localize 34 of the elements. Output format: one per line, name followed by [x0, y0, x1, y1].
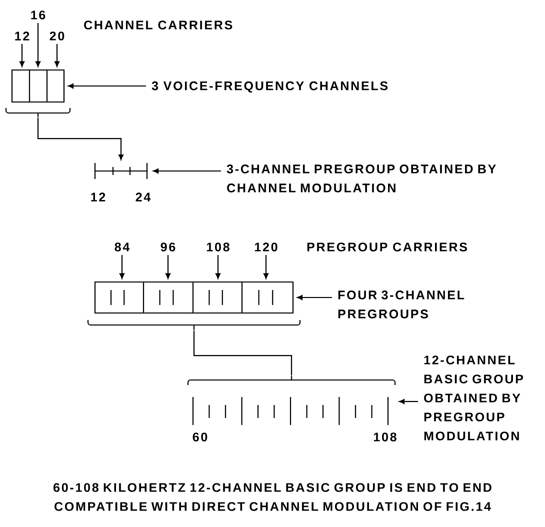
arrow: [19, 44, 25, 67]
arrow: [68, 83, 146, 89]
carrier-frequency: 96: [160, 242, 176, 252]
spectrum-scale: [192, 396, 389, 426]
spectrum-scale: [94, 162, 148, 180]
heading-text: PREGROUP CARRIERS: [307, 242, 467, 252]
carrier-frequency: 84: [114, 242, 130, 252]
frequency-label: 60: [192, 432, 208, 442]
arrow: [37, 118, 124, 160]
carrier-frequency: 20: [50, 32, 64, 40]
arrow: [399, 398, 418, 404]
annotation-text: 3 VOICE-FREQUENCY CHANNELS: [152, 81, 388, 93]
frequency-label: 12: [91, 192, 106, 202]
arrow: [54, 44, 60, 67]
arrow: [297, 294, 332, 300]
arrow: [119, 254, 125, 279]
arrow: [165, 254, 171, 279]
carrier-frequency: 120: [254, 242, 278, 252]
channel-block: [94, 281, 294, 314]
annotation-text: 12-CHANNEL BASIC GROUP OBTAINED BY PREGROUP MODULATION: [424, 356, 523, 440]
channel-block: [11, 69, 65, 103]
carrier-frequency: 12: [15, 32, 30, 40]
carrier-frequency: 16: [31, 10, 46, 20]
heading-text: CHANNEL CARRIERS: [84, 20, 232, 30]
annotation-text: FOUR 3-CHANNEL PREGROUPS: [338, 290, 464, 318]
arrow: [263, 254, 269, 279]
annotation-text: 3-CHANNEL PREGROUP OBTAINED BY CHANNEL MODULATION: [226, 164, 496, 192]
arrow: [35, 22, 41, 67]
frequency-label: 24: [136, 192, 151, 202]
carrier-frequency: 108: [206, 242, 230, 252]
arrow: [153, 168, 221, 174]
frequency-label: 108: [374, 432, 396, 442]
caption: 60-108 KILOHERTZ 12-CHANNEL BASIC GROUP IS END TO END COMPATIBLE WITH DIRECT CHANNEL MODULATION OF FIG.14: [54, 483, 492, 511]
arrow: [215, 254, 221, 279]
